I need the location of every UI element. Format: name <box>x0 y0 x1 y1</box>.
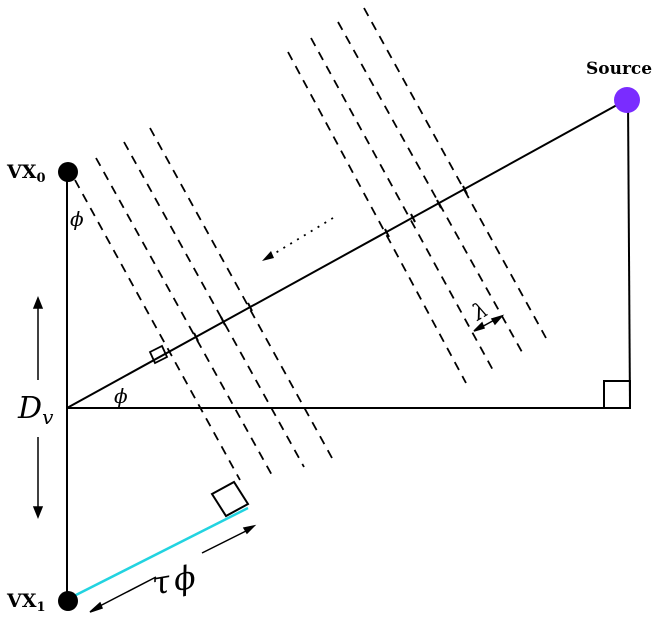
vx1-node <box>58 591 78 611</box>
vx0-node <box>58 162 78 182</box>
right-angle-marker-ray <box>148 344 169 365</box>
wavefront-line <box>363 7 547 339</box>
arrow-head-icon <box>473 321 486 332</box>
source-node <box>614 87 640 113</box>
tau-phi-label: τϕ <box>149 558 199 603</box>
phi-top-label: ϕ <box>70 207 84 231</box>
arrow-head-icon <box>242 524 257 535</box>
ray-tick <box>410 213 416 223</box>
wavefront-line <box>287 51 467 384</box>
delay-measure-arrow <box>89 524 257 613</box>
wavefronts-near <box>74 127 333 481</box>
arrow-head-icon <box>490 314 505 326</box>
wavefront-line <box>123 141 305 468</box>
dv-label: Dv <box>17 391 54 429</box>
dv-arrows <box>32 295 44 520</box>
source-label: Source <box>586 59 652 79</box>
wavefront-line <box>310 37 495 373</box>
wavefront-line <box>95 157 274 478</box>
vx1-label: VX1 <box>6 590 46 615</box>
arrow-down-icon <box>32 506 44 520</box>
propagation-arrow <box>262 217 334 261</box>
right-angle-marker-delay <box>210 480 250 518</box>
right-angle-marker-corner <box>603 380 631 409</box>
arrow-head-icon <box>89 601 103 613</box>
wavefronts-far <box>287 7 547 384</box>
source-vertical-line <box>627 99 631 409</box>
vx0-label: VX0 <box>6 161 46 186</box>
ray-tick <box>220 316 226 326</box>
ray-tick <box>247 302 253 312</box>
phi-angle-label: ϕ <box>114 384 128 408</box>
arrow-up-icon <box>32 295 44 309</box>
wavefront-line <box>337 21 523 353</box>
ray-tick <box>384 228 390 238</box>
hypotenuse-ray <box>66 99 627 409</box>
delay-segment <box>69 506 249 600</box>
wavelength-marker <box>473 314 505 332</box>
arrow-head-icon <box>262 251 274 261</box>
wavefront-line <box>74 179 241 481</box>
